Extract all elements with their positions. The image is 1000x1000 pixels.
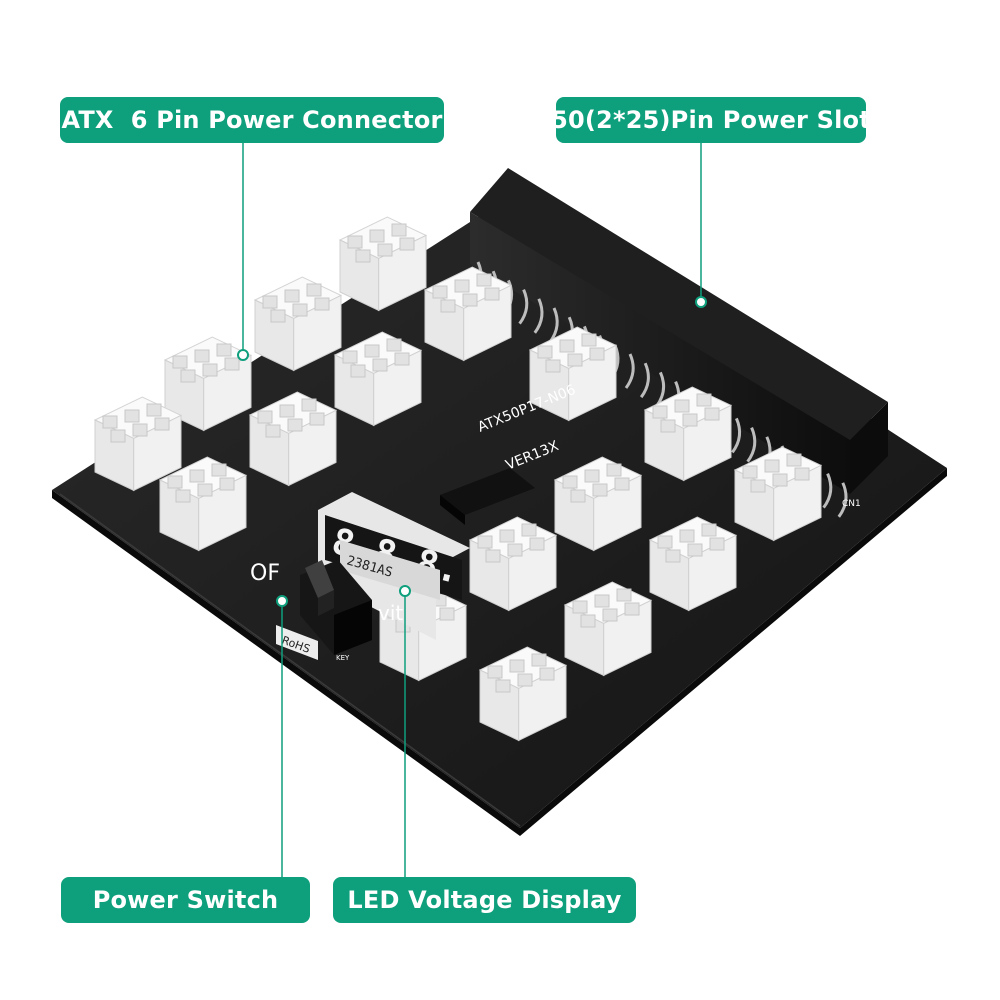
callout-dots <box>237 296 707 607</box>
cn1-text: CN1 <box>842 499 861 509</box>
ic-chip <box>440 468 535 525</box>
six-pin-connector <box>333 331 423 427</box>
slot-pin <box>624 353 635 389</box>
slot-pin <box>822 472 833 509</box>
six-pin-connector <box>648 516 738 612</box>
six-pin-connector <box>553 456 643 552</box>
six-pin-connector <box>643 386 733 482</box>
six-pin-connector <box>423 266 513 362</box>
switch-label-off: OF <box>250 561 280 586</box>
power-slot-label: 50(2*25)Pin Power Slot <box>551 97 871 143</box>
slot-pin <box>837 482 848 518</box>
six-pin-connector <box>733 446 823 542</box>
atx-connector-dot <box>237 349 249 361</box>
slot-pin <box>639 362 650 399</box>
power-switch-label: Power Switch <box>61 877 310 923</box>
key-text: KEY <box>336 654 350 662</box>
slot-pin <box>533 298 544 334</box>
six-pin-connector <box>93 396 183 492</box>
six-pin-connector <box>338 216 428 312</box>
slot-pin <box>746 426 757 463</box>
atx-6pin-connectors <box>93 216 823 742</box>
six-pin-connector <box>563 581 653 677</box>
switch-label-right: vit <box>378 601 403 625</box>
six-pin-connector <box>248 391 338 487</box>
led-voltage-display: 8.8.8. 2381AS <box>318 492 470 640</box>
atx-connector-label: ATX 6 Pin Power Connector <box>60 97 444 143</box>
led-display-dot <box>399 585 411 597</box>
slot-pin <box>731 417 742 454</box>
six-pin-connector <box>528 326 618 422</box>
slot-pin <box>518 288 529 325</box>
six-pin-connector <box>253 276 343 372</box>
six-pin-connector <box>158 456 248 552</box>
power-slot-dot <box>695 296 707 308</box>
power-switch[interactable] <box>300 560 372 655</box>
six-pin-connector <box>478 646 568 742</box>
power-switch-dot <box>276 595 288 607</box>
six-pin-connector <box>468 516 558 612</box>
led-display-label: LED Voltage Display <box>333 877 636 923</box>
callout-lines <box>242 143 702 877</box>
